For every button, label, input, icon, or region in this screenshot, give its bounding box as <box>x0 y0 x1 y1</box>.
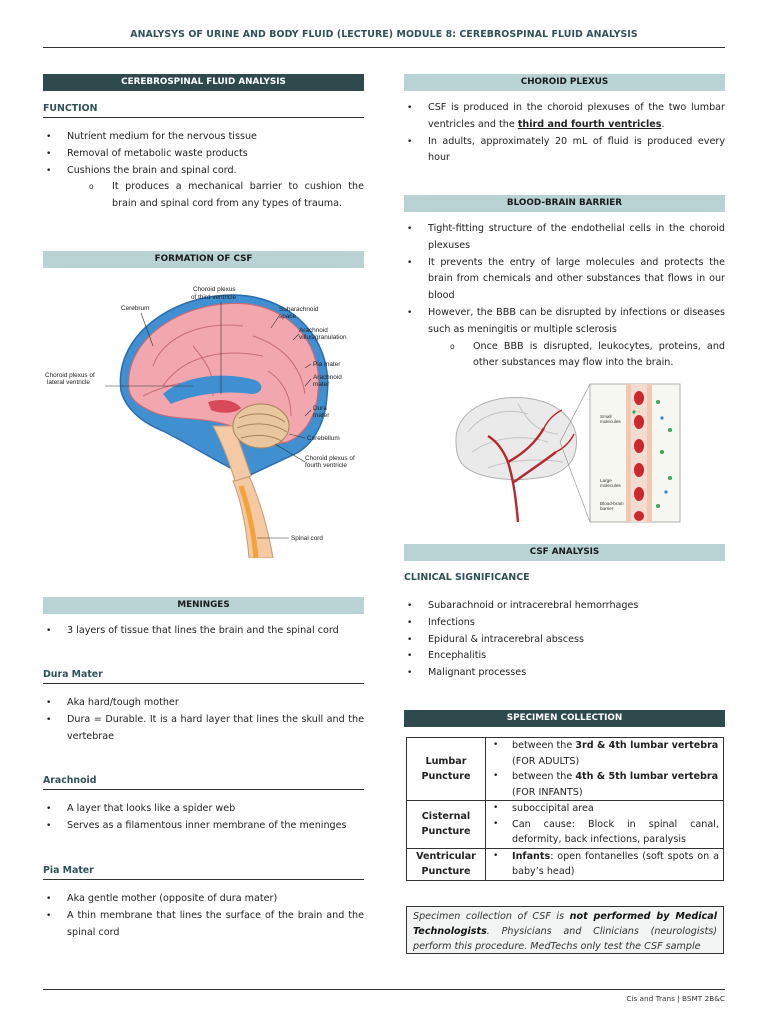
page-header: ANALYSYS OF URINE AND BODY FLUID (LECTUR… <box>130 29 638 40</box>
lumbar-details: between the 3rd & 4th lumbar vertebra(FO… <box>485 737 724 801</box>
list-item: However, the BBB can be disrupted by inf… <box>404 305 725 339</box>
list-item: between the 3rd & 4th lumbar vertebra(FO… <box>486 738 723 769</box>
choroid-third-label: Choroid plexus <box>193 286 236 293</box>
footer-divider <box>43 989 725 990</box>
spinal-cord-label: Spinal cord <box>291 535 323 542</box>
arachnoid-mater-label-2: mater <box>313 381 330 388</box>
arachnoid-mater-label: Arachnoid <box>313 374 342 381</box>
barrier-label: Blood-brain <box>600 501 624 506</box>
meninges-banner: MENINGES <box>43 597 364 614</box>
subarachnoid-label-2: space <box>279 313 296 320</box>
csf-formation-figure: Cerebrum Choroid plexus of third ventric… <box>43 276 364 558</box>
function-list: Nutrient medium for the nervous tissue R… <box>43 129 364 213</box>
list-item: Encephalitis <box>404 648 725 665</box>
csf-analysis-banner: CEREBROSPINAL FLUID ANALYSIS <box>43 74 364 91</box>
function-heading: FUNCTION <box>43 103 364 118</box>
dura-mater-label-2: mater <box>313 412 330 419</box>
choroid-third-label-2: of third ventricle <box>191 294 237 301</box>
large-molecules-label: Large <box>600 478 612 483</box>
header-divider <box>43 47 725 48</box>
formation-banner: FORMATION OF CSF <box>43 251 364 268</box>
dura-mater-list: Aka hard/tough mother Dura = Durable. It… <box>43 695 364 745</box>
small-molecules-label-2: molecules <box>600 419 621 424</box>
list-item: Cushions the brain and spinal cord. <box>43 163 364 180</box>
list-item: In adults, approximately 20 mL of fluid … <box>404 134 725 168</box>
choroid-plexus-list: CSF is produced in the choroid plexuses … <box>404 100 725 167</box>
csf-analysis-sub-banner: CSF ANALYSIS <box>404 544 725 561</box>
list-item: Aka hard/tough mother <box>43 695 364 712</box>
subarachnoid-label: Subarachnoid <box>279 306 319 313</box>
list-item: A thin membrane that lines the surface o… <box>43 908 364 942</box>
bbb-banner: BLOOD-BRAIN BARRIER <box>404 195 725 212</box>
list-item: suboccipital area <box>486 801 723 817</box>
pia-mater-list: Aka gentle mother (opposite of dura mate… <box>43 891 364 941</box>
clinical-significance-list: Subarachnoid or intracerebral hemorrhage… <box>404 598 725 682</box>
arachnoid-villus-label: Arachnoid <box>299 327 328 334</box>
choroid-lateral-label: Choroid plexus of <box>45 372 95 379</box>
sub-list-item: It produces a mechanical barrier to cush… <box>43 179 364 213</box>
emphasis-text: third and fourth ventricles <box>517 118 662 130</box>
list-item: between the 4th & 5th lumbar vertebra(FO… <box>486 769 723 800</box>
choroid-fourth-label: Choroid plexus of <box>305 455 355 462</box>
list-item: Infections <box>404 615 725 632</box>
pia-mater-label: Pia mater <box>313 361 341 368</box>
list-item: Aka gentle mother (opposite of dura mate… <box>43 891 364 908</box>
cerebrum-label: Cerebrum <box>121 305 149 312</box>
list-item: CSF is produced in the choroid plexuses … <box>404 100 725 134</box>
bbb-figure: Small molecules Large molecules Blood-br… <box>448 382 682 526</box>
pia-mater-heading: Pia Mater <box>43 865 364 880</box>
arachnoid-heading: Arachnoid <box>43 775 364 790</box>
arachnoid-villus-label-2: villus/granulation <box>299 334 347 341</box>
list-item: Removal of metabolic waste products <box>43 146 364 163</box>
barrier-label-2: barrier <box>600 506 614 511</box>
list-item: Serves as a filamentous inner membrane o… <box>43 818 364 835</box>
cerebellum-label: Cerebellum <box>307 435 340 442</box>
specimen-collection-banner: SPECIMEN COLLECTION <box>404 710 725 727</box>
dura-mater-heading: Dura Mater <box>43 669 364 684</box>
bbb-list: Tight-fitting structure of the endotheli… <box>404 221 725 372</box>
list-item: Infants: open fontanelles (soft spots on… <box>486 849 723 880</box>
page-footer: Cis and Trans | BSMT 2B&C <box>626 994 725 1003</box>
choroid-fourth-label-2: fourth ventricle <box>305 462 347 469</box>
list-item: Nutrient medium for the nervous tissue <box>43 129 364 146</box>
dura-mater-label: Dura <box>313 405 327 412</box>
clinical-significance-heading: CLINICAL SIGNIFICANCE <box>404 572 530 583</box>
large-molecules-label-2: molecules <box>600 483 621 488</box>
list-item: It prevents the entry of large molecules… <box>404 255 725 305</box>
list-item: Tight-fitting structure of the endotheli… <box>404 221 725 255</box>
sub-list-item: Once BBB is disrupted, leukocytes, prote… <box>404 339 725 373</box>
specimen-note: Specimen collection of CSF is not perfor… <box>406 906 724 954</box>
list-item: 3 layers of tissue that lines the brain … <box>43 623 364 640</box>
choroid-lateral-label-2: lateral ventricle <box>47 379 90 386</box>
list-item: A layer that looks like a spider web <box>43 801 364 818</box>
choroid-plexus-banner: CHOROID PLEXUS <box>404 74 725 91</box>
arachnoid-list: A layer that looks like a spider web Ser… <box>43 801 364 835</box>
small-molecules-label: Small <box>600 414 612 419</box>
list-item: Dura = Durable. It is a hard layer that … <box>43 712 364 746</box>
list-item: Can cause: Block in spinal canal, deform… <box>486 817 723 848</box>
list-item: Subarachnoid or intracerebral hemorrhage… <box>404 598 725 615</box>
ventricular-details: Infants: open fontanelles (soft spots on… <box>485 847 724 881</box>
cisternal-details: suboccipital area Can cause: Block in sp… <box>485 800 724 849</box>
meninges-list: 3 layers of tissue that lines the brain … <box>43 623 364 640</box>
list-item: Epidural & intracerebral abscess <box>404 632 725 649</box>
list-item: Malignant processes <box>404 665 725 682</box>
